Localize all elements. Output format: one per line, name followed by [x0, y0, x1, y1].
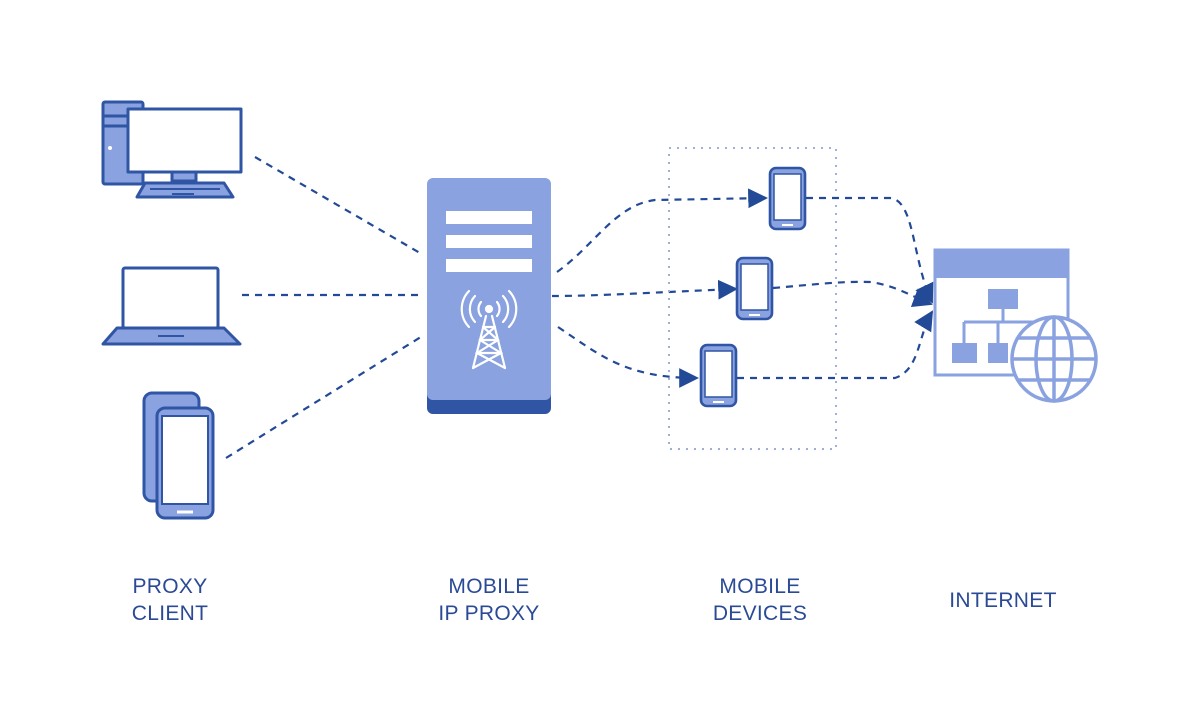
smartphone-icon: [699, 343, 738, 408]
client-connectors: [225, 156, 425, 459]
mobile-devices-label-line-2: DEVICES: [712, 602, 808, 625]
sitemap-window-icon: [933, 248, 1070, 377]
proxy-client-label-line-2: CLIENT: [131, 602, 209, 625]
internet-label-line-1: INTERNET: [949, 589, 1057, 612]
mobile-ip-proxy-label: MOBILE IP PROXY: [389, 573, 589, 627]
connector-desktop-to-proxy: [254, 156, 421, 254]
proxy-client-label-line-1: PROXY: [132, 575, 208, 598]
smartphone-icon: [735, 256, 774, 321]
desktop-computer-icon: [101, 100, 243, 199]
connector-proxy-to-phone-3: [557, 326, 699, 388]
connector-proxy-to-phone-2: [551, 279, 738, 300]
internet-label: INTERNET: [903, 587, 1103, 614]
connector-phone-to-proxy: [225, 334, 425, 459]
globe-icon: [1010, 315, 1098, 403]
proxy-connectors: [551, 188, 768, 388]
server-with-antenna-icon: [427, 178, 551, 414]
connector-phone-1-to-internet: [806, 196, 934, 304]
mobile-devices-label: MOBILE DEVICES: [660, 573, 860, 627]
mobile-devices-group: [668, 147, 837, 450]
laptop-icon: [101, 266, 242, 346]
connector-phone-2-to-internet: [772, 280, 933, 308]
mobile-ip-proxy-label-line-1: MOBILE: [448, 575, 530, 598]
proxy-client-label: PROXY CLIENT: [70, 573, 270, 627]
mobile-devices-label-line-1: MOBILE: [719, 575, 801, 598]
connector-proxy-to-phone-1: [556, 188, 768, 273]
connector-phone-3-to-internet: [737, 310, 934, 380]
mobile-ip-proxy-label-line-2: IP PROXY: [438, 602, 540, 625]
smartphones-icon: [142, 391, 215, 520]
antenna-icon: [460, 289, 518, 370]
smartphone-icon: [768, 166, 807, 231]
internet-connectors: [737, 196, 934, 380]
